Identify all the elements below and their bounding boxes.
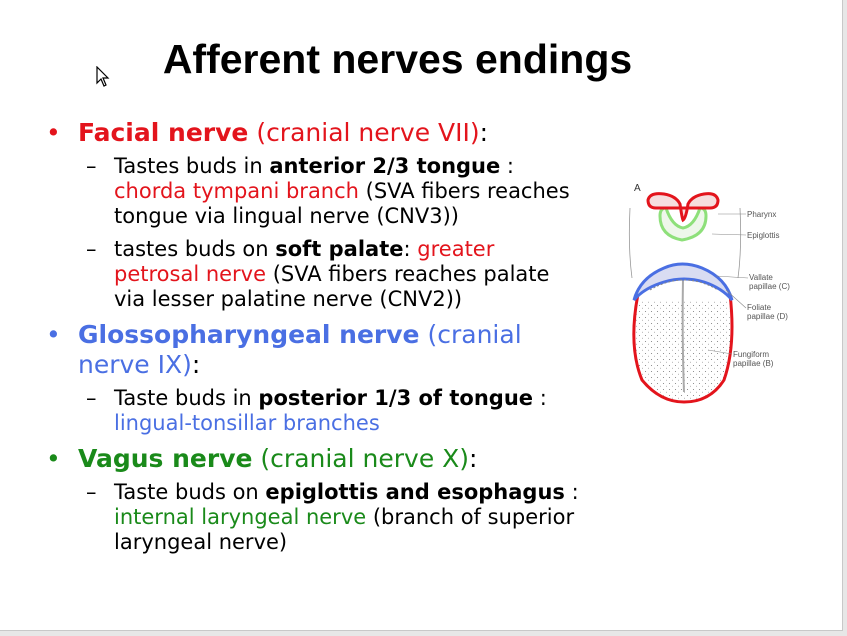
- vagus-nerve-paren: (cranial nerve X): [260, 444, 470, 473]
- vagus-nerve-name: Vagus nerve: [78, 444, 253, 473]
- facial-sub1-branch: chorda tympani branch: [114, 179, 359, 203]
- glosso-sub1-branch: lingual-tonsillar branches: [114, 411, 380, 435]
- facial-sub2-mid: :: [403, 237, 418, 261]
- dash-icon: –: [86, 154, 97, 178]
- facial-sub1-mid: :: [500, 154, 515, 178]
- facial-sub2-pre: tastes buds on: [114, 237, 276, 261]
- facial-sub1-bold: anterior 2/3 tongue: [269, 154, 501, 178]
- sub-bullet-vagus-1: – Taste buds on epiglottis and esophagus…: [46, 480, 586, 555]
- facial-sub2-bold: soft palate: [275, 237, 404, 261]
- vagus-sub1-post: (branch of superior laryngeal nerve): [114, 505, 575, 554]
- sub-bullet-glosso-1: – Taste buds in posterior 1/3 of tongue …: [46, 386, 586, 436]
- label-fungiform-papillae: Fungiform papillae (B): [733, 350, 774, 368]
- glosso-sub1-bold: posterior 1/3 of tongue: [258, 386, 534, 410]
- label-pharynx: Pharynx: [747, 210, 777, 219]
- glosso-sub1-pre: Taste buds in: [114, 386, 259, 410]
- glosso-sub1-mid: :: [533, 386, 547, 410]
- diagram-letter: A: [634, 183, 641, 194]
- bullet-dot-icon: •: [46, 444, 61, 473]
- mouse-cursor-icon: [96, 66, 110, 87]
- dash-icon: –: [86, 480, 97, 504]
- facial-sub1-pre: Tastes buds in: [114, 154, 270, 178]
- sub-bullet-facial-2: – tastes buds on soft palate: greater pe…: [46, 237, 586, 312]
- glosso-nerve-name: Glossopharyngeal nerve: [78, 320, 420, 349]
- facial-nerve-name: Facial nerve: [78, 118, 249, 147]
- facial-colon: :: [479, 118, 489, 147]
- tongue-diagram: A Pharynx Epiglottis Vallate papillae (C…: [620, 178, 805, 408]
- sub-bullet-facial-1: – Tastes buds in anterior 2/3 tongue : c…: [46, 154, 586, 229]
- vagus-sub1-mid: :: [564, 480, 579, 504]
- facial-sub1-post: (SVA fibers reaches tongue via lingual n…: [114, 179, 570, 228]
- slide-title: Afferent nerves endings: [162, 36, 633, 82]
- label-epiglottis: Epiglottis: [747, 231, 780, 240]
- vagus-sub1-branch: internal laryngeal nerve: [114, 505, 367, 529]
- glosso-colon: :: [191, 350, 201, 379]
- bullet-facial-nerve: • Facial nerve (cranial nerve VII):: [46, 118, 586, 148]
- label-foliate-papillae: Foliate papillae (D): [747, 303, 788, 321]
- slide-content: • Facial nerve (cranial nerve VII): – Ta…: [46, 118, 586, 563]
- tongue-illustration: [628, 192, 749, 404]
- bullet-vagus-nerve: • Vagus nerve (cranial nerve X):: [46, 444, 586, 474]
- vagus-sub1-bold: epiglottis and esophagus: [265, 480, 565, 504]
- bullet-dot-icon: •: [46, 118, 61, 147]
- bullet-glossopharyngeal-nerve: • Glossopharyngeal nerve (cranial nerve …: [46, 320, 586, 380]
- dash-icon: –: [86, 237, 97, 261]
- bullet-dot-icon: •: [46, 320, 61, 349]
- vagus-colon: :: [469, 444, 478, 473]
- label-vallate-papillae: Vallate papillae (C): [749, 273, 790, 291]
- facial-sub2-branch: greater petrosal nerve: [114, 237, 495, 286]
- dash-icon: –: [86, 386, 97, 410]
- facial-sub2-post: (SVA fibers reaches palate via lesser pa…: [114, 262, 550, 311]
- vagus-sub1-pre: Taste buds on: [114, 480, 266, 504]
- glosso-nerve-paren: (cranial nerve IX): [78, 320, 522, 379]
- facial-nerve-paren: (cranial nerve VII): [256, 118, 480, 147]
